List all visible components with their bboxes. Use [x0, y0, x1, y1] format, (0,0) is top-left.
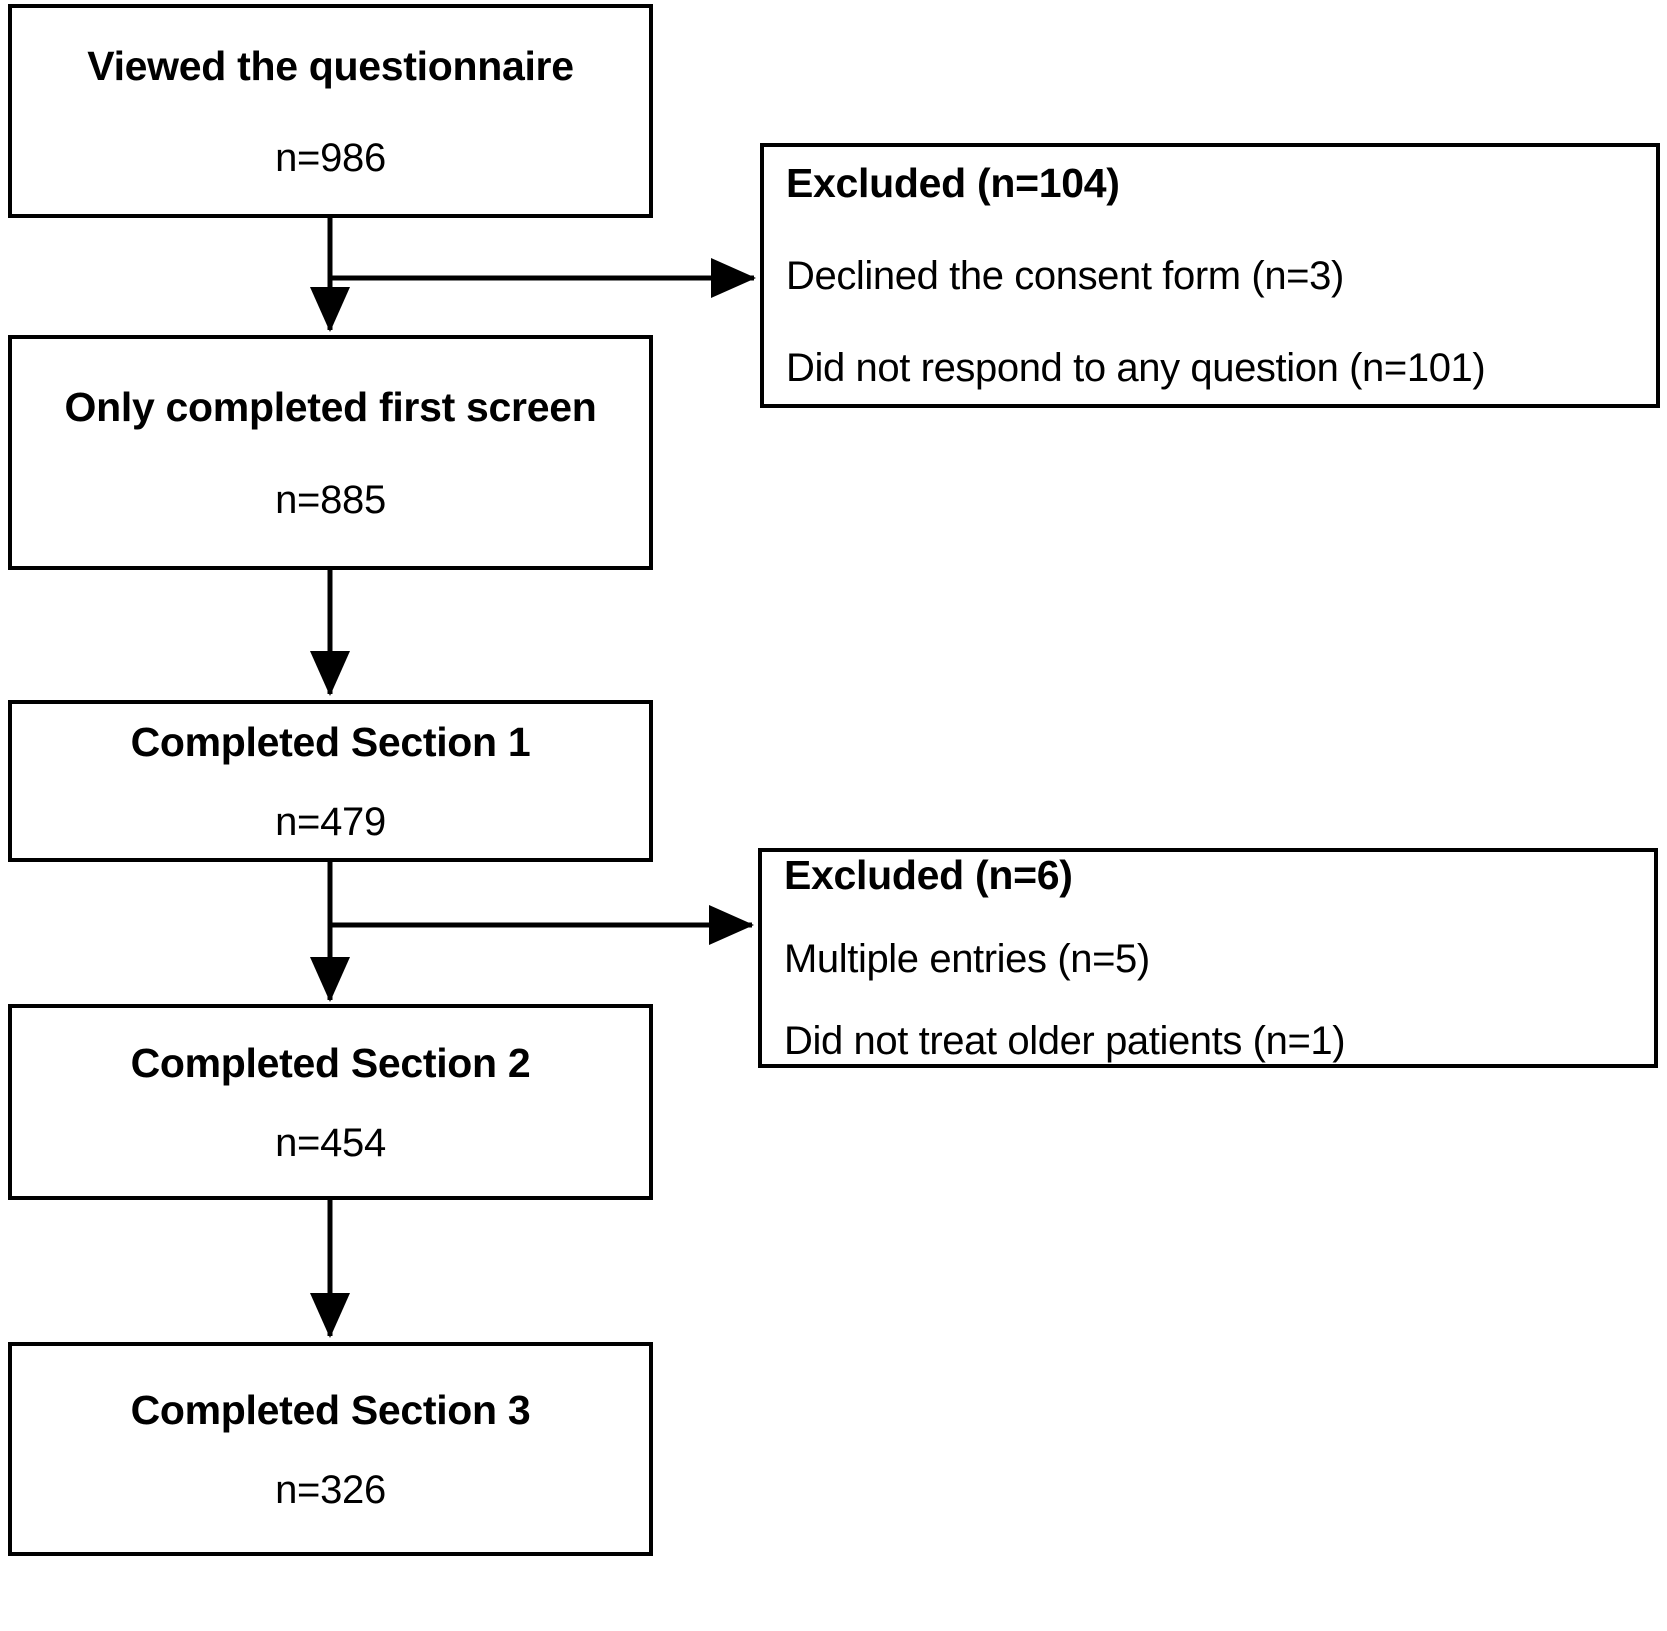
node-excluded-1: Excluded (n=104) Declined the consent fo… [760, 143, 1660, 408]
node-count: n=479 [275, 800, 386, 845]
excluded-reason: Multiple entries (n=5) [784, 936, 1150, 981]
excluded-title: Excluded (n=104) [786, 159, 1120, 206]
excluded-reason: Declined the consent form (n=3) [786, 254, 1344, 299]
node-title: Completed Section 2 [130, 1039, 531, 1086]
node-viewed-questionnaire: Viewed the questionnaire n=986 [8, 4, 653, 218]
node-count: n=885 [275, 477, 386, 522]
node-count: n=326 [275, 1468, 386, 1513]
node-title: Only completed first screen [64, 384, 597, 431]
node-only-completed-first-screen: Only completed first screen n=885 [8, 335, 653, 570]
node-title: Completed Section 3 [130, 1386, 531, 1433]
node-count: n=454 [275, 1121, 386, 1166]
excluded-reason: Did not respond to any question (n=101) [786, 346, 1486, 391]
excluded-reason: Did not treat older patients (n=1) [784, 1018, 1346, 1063]
node-completed-section-1: Completed Section 1 n=479 [8, 700, 653, 862]
node-excluded-2: Excluded (n=6) Multiple entries (n=5) Di… [758, 848, 1658, 1068]
node-completed-section-2: Completed Section 2 n=454 [8, 1004, 653, 1200]
node-title: Completed Section 1 [130, 718, 531, 765]
node-title: Viewed the questionnaire [87, 42, 574, 89]
node-count: n=986 [275, 136, 386, 181]
excluded-title: Excluded (n=6) [784, 852, 1073, 898]
node-completed-section-3: Completed Section 3 n=326 [8, 1342, 653, 1556]
